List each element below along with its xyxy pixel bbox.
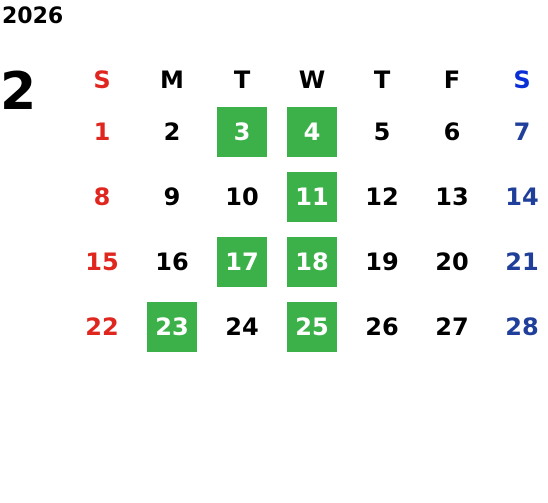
day-cell-highlighted[interactable]: 3 bbox=[217, 107, 267, 157]
day-cell-highlighted[interactable]: 11 bbox=[287, 172, 337, 222]
day-cell[interactable]: 14 bbox=[505, 183, 539, 211]
calendar-grid: S M T W T F S 1 2 3 4 5 6 7 8 9 10 11 12… bbox=[67, 55, 548, 367]
day-cell[interactable]: 2 bbox=[163, 118, 181, 146]
day-cell[interactable]: 22 bbox=[85, 313, 119, 341]
day-cell[interactable]: 7 bbox=[513, 118, 531, 146]
day-cell[interactable]: 10 bbox=[225, 183, 259, 211]
day-cell[interactable]: 16 bbox=[155, 248, 189, 276]
weekday-header-row: S M T W T F S bbox=[67, 55, 548, 107]
day-cell[interactable]: 9 bbox=[163, 183, 181, 211]
day-cell[interactable]: 19 bbox=[365, 248, 399, 276]
day-cell-highlighted[interactable]: 25 bbox=[287, 302, 337, 352]
day-cell[interactable]: 6 bbox=[443, 118, 461, 146]
day-cell[interactable]: 20 bbox=[435, 248, 469, 276]
weekday-header-tue: T bbox=[233, 66, 251, 94]
day-cell[interactable]: 28 bbox=[505, 313, 539, 341]
weekday-header-thu: T bbox=[373, 66, 391, 94]
month-label: 2 bbox=[0, 62, 37, 122]
week-row-3: 15 16 17 18 19 20 21 bbox=[67, 237, 548, 302]
week-row-4: 22 23 24 25 26 27 28 bbox=[67, 302, 548, 367]
day-cell-highlighted[interactable]: 4 bbox=[287, 107, 337, 157]
weekday-header-mon: M bbox=[160, 66, 184, 94]
day-cell[interactable]: 13 bbox=[435, 183, 469, 211]
day-cell-highlighted[interactable]: 18 bbox=[287, 237, 337, 287]
week-row-1: 1 2 3 4 5 6 7 bbox=[67, 107, 548, 172]
day-cell[interactable]: 1 bbox=[93, 118, 111, 146]
day-cell[interactable]: 5 bbox=[373, 118, 391, 146]
day-cell[interactable]: 12 bbox=[365, 183, 399, 211]
weekday-header-fri: F bbox=[443, 66, 461, 94]
day-cell[interactable]: 15 bbox=[85, 248, 119, 276]
weekday-header-wed: W bbox=[298, 66, 326, 94]
weekday-header-sat: S bbox=[513, 66, 531, 94]
day-cell[interactable]: 21 bbox=[505, 248, 539, 276]
day-cell-highlighted[interactable]: 23 bbox=[147, 302, 197, 352]
day-cell-highlighted[interactable]: 17 bbox=[217, 237, 267, 287]
day-cell[interactable]: 8 bbox=[93, 183, 111, 211]
day-cell[interactable]: 27 bbox=[435, 313, 469, 341]
week-row-2: 8 9 10 11 12 13 14 bbox=[67, 172, 548, 237]
day-cell[interactable]: 26 bbox=[365, 313, 399, 341]
day-cell[interactable]: 24 bbox=[225, 313, 259, 341]
year-label: 2026 bbox=[2, 4, 64, 29]
weekday-header-sun: S bbox=[93, 66, 111, 94]
